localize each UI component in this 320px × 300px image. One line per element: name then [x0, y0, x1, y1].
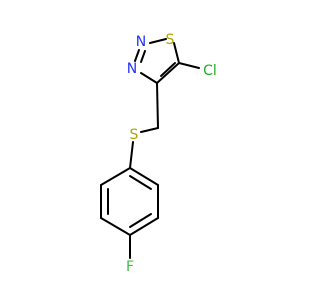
bond-c4-c5 — [156, 62, 180, 84]
molecule-structure: S N N Cl S F — [100, 32, 217, 275]
bond-ar-double-2 — [129, 213, 152, 228]
bond-c4-ch2 — [156, 82, 159, 129]
bond-n2-n3 — [134, 49, 140, 62]
atom-n3: N — [127, 61, 137, 77]
atom-s-ring: S — [166, 32, 175, 48]
bond-ar4 — [129, 217, 159, 236]
bond-s-aryl — [129, 141, 134, 169]
bond-s-n2 — [149, 38, 167, 44]
atom-s-thioether: S — [130, 127, 139, 143]
bond-ar6 — [129, 167, 159, 186]
bond-ar1 — [100, 167, 131, 186]
bond-n2-n3-double — [140, 50, 146, 63]
bond-n3-c4 — [140, 72, 158, 84]
thiadiazole-ring — [134, 38, 180, 84]
atom-f: F — [126, 259, 134, 275]
bond-ch2-s — [140, 127, 159, 133]
bond-ar-double-3 — [129, 175, 152, 190]
atom-n2: N — [136, 34, 146, 50]
bond-c5-cl — [178, 62, 200, 69]
atom-cl: Cl — [203, 63, 217, 79]
bond-c5-s — [173, 42, 180, 64]
bond-c4-c5-double — [160, 62, 176, 77]
fluorophenyl-ring — [100, 167, 159, 236]
bond-ar3 — [100, 217, 131, 236]
